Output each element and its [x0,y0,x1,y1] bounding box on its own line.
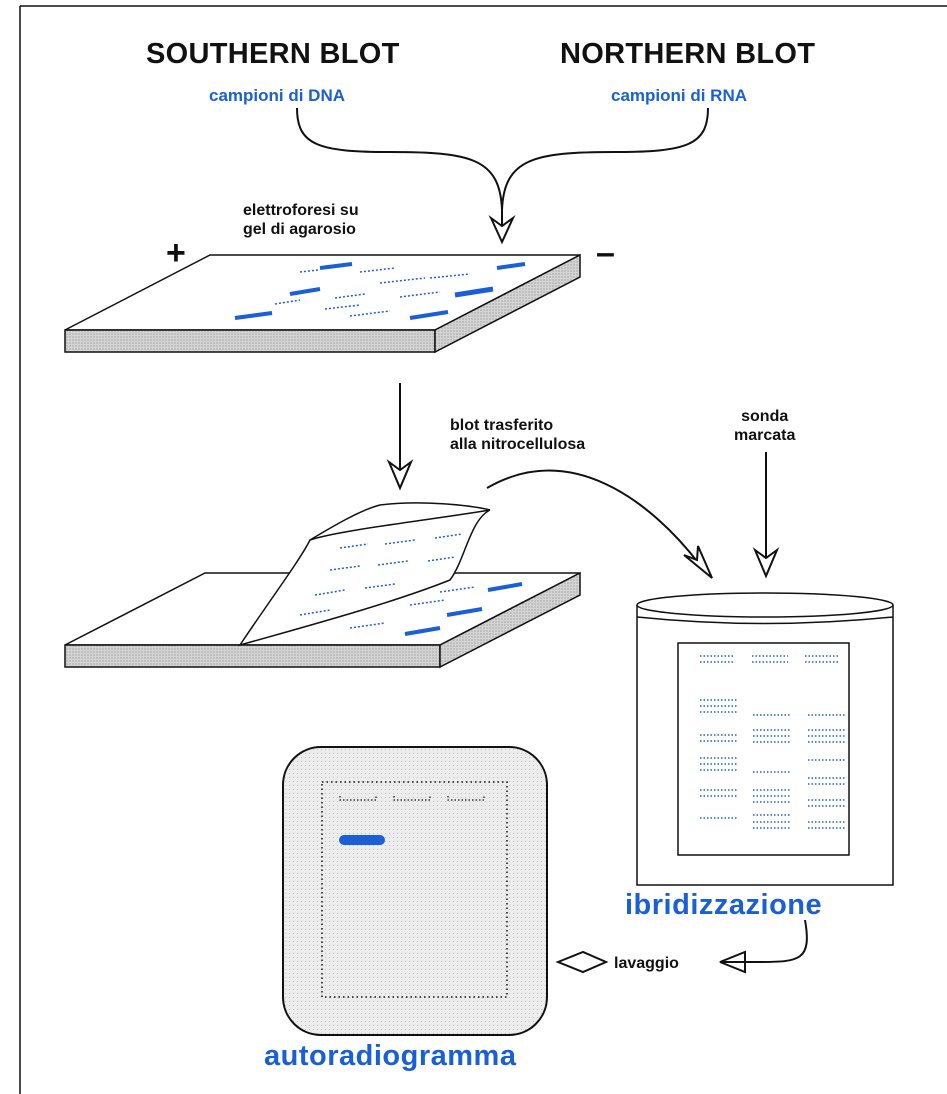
gel-arrow-head [488,214,516,245]
washing-return-arrow [745,919,808,963]
southern-blot-title: SOUTHERN BLOT [146,38,400,70]
southern-connector [296,107,503,211]
negative-electrode: – [596,234,615,272]
probe-arrow-head [752,547,780,579]
washing-arrowhead-right [719,950,746,963]
northern-sample-label: campioni di RNA [611,86,748,105]
to-hybridization-arrowhead [683,545,713,579]
transfer-arrow-head [386,459,414,491]
southern-sample-label: campioni di DNA [209,86,346,105]
gel-slab [64,253,581,354]
washing-arrowhead-right-lower [719,961,746,974]
transfer-slab [64,502,581,669]
washing-diamond [555,950,609,974]
probe-label: sonda marcata [734,408,796,444]
positive-electrode: + [166,234,186,272]
to-hybridization-arrow [486,469,701,566]
northern-connector [501,107,709,211]
washing-label: lavaggio [614,955,679,972]
autoradiogram-label: autoradiogramma [264,1040,517,1072]
hybridization-label: ibridizzazione [625,889,823,921]
autoradiogram-film [282,746,548,1036]
electrophoresis-label: elettroforesi su gel di agarosio [243,202,359,238]
transfer-label: blot trasferito alla nitrocellulosa [450,417,586,453]
hybridization-container [636,592,894,886]
northern-blot-title: NORTHERN BLOT [560,38,816,70]
